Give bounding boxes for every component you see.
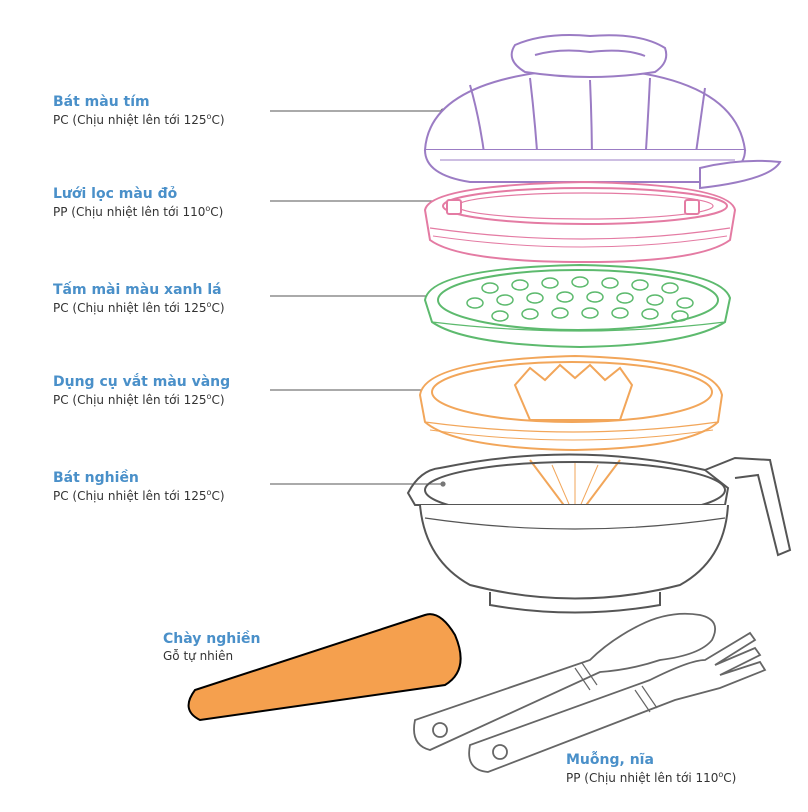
leader-lines — [270, 108, 446, 487]
label-title: Muỗng, nĩa — [566, 752, 654, 768]
label-grater-green: Tấm mài màu xanh lá PC (Chịu nhiệt lên t… — [53, 282, 225, 316]
label-masher-bowl: Bát nghiền PC (Chịu nhiệt lên tới 125oC) — [53, 470, 225, 504]
label-spoon-fork: Muỗng, nĩa PP (Chịu nhiệt lên tới 110oC) — [566, 752, 736, 786]
label-pestle: Chày nghiền Gỗ tự nhiên — [163, 631, 260, 664]
spoon-and-fork — [413, 612, 767, 773]
label-title: Dụng cụ vắt màu vàng — [53, 374, 231, 390]
label-desc: PP (Chịu nhiệt lên tới 110oC) — [53, 203, 224, 219]
purple-bowl — [423, 34, 782, 190]
label-bowl-purple: Bát màu tím PC (Chịu nhiệt lên tới 125oC… — [53, 94, 225, 128]
label-title: Chày nghiền — [163, 631, 261, 647]
orange-juicer — [418, 354, 724, 522]
label-title: Tấm mài màu xanh lá — [53, 282, 222, 298]
masher-bowl — [406, 453, 792, 614]
label-juicer-yellow: Dụng cụ vắt màu vàng PC (Chịu nhiệt lên … — [53, 374, 230, 408]
label-title: Bát màu tím — [53, 94, 150, 110]
label-desc: PC (Chịu nhiệt lên tới 125oC) — [53, 299, 225, 315]
grater-holes — [466, 276, 694, 322]
label-strainer-red: Lưới lọc màu đỏ PP (Chịu nhiệt lên tới 1… — [53, 186, 223, 220]
pestle — [187, 613, 462, 722]
label-desc: PC (Chịu nhiệt lên tới 125oC) — [53, 487, 225, 503]
label-title: Bát nghiền — [53, 470, 139, 486]
green-grater — [423, 263, 732, 349]
label-title: Lưới lọc màu đỏ — [53, 186, 178, 202]
label-desc: PC (Chịu nhiệt lên tới 125oC) — [53, 391, 225, 407]
label-desc: PC (Chịu nhiệt lên tới 125oC) — [53, 111, 225, 127]
label-desc: PP (Chịu nhiệt lên tới 110oC) — [566, 769, 737, 785]
pink-strainer — [423, 180, 737, 264]
label-desc: Gỗ tự nhiên — [163, 648, 234, 663]
